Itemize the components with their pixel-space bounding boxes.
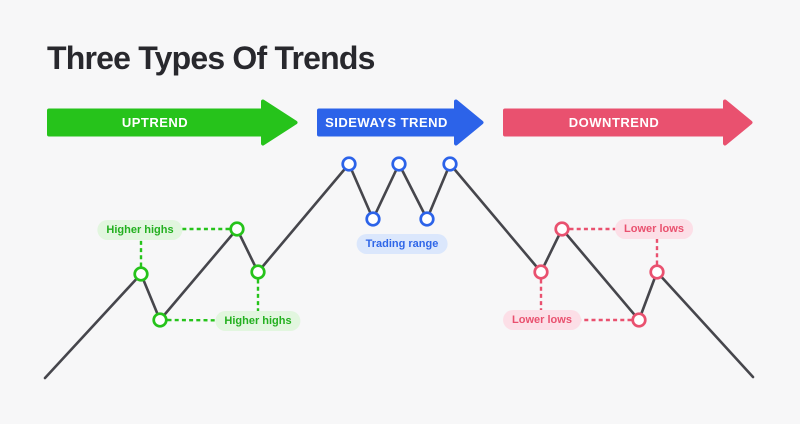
downtrend-marker	[533, 264, 549, 280]
uptrend-arrow-shape	[47, 99, 298, 146]
uptrend-marker	[152, 312, 168, 328]
downtrend-marker	[554, 221, 570, 237]
downtrend-marker	[631, 312, 647, 328]
sideways-marker	[341, 156, 357, 172]
downtrend-arrow-label: DOWNTREND	[568, 115, 660, 130]
sideways-arrow-body	[317, 99, 484, 146]
trading-range-label: Trading range	[356, 233, 448, 255]
sideways-trend-arrow-shape	[317, 99, 484, 146]
uptrend-arrow: UPTREND	[47, 99, 298, 146]
uptrend-marker	[229, 221, 245, 237]
sideways-marker	[365, 211, 381, 227]
trend-line	[43, 162, 755, 380]
downtrend-arrow-body	[503, 99, 753, 146]
higher-highs-label-1: Higher highs	[97, 219, 183, 241]
sideways-marker	[391, 156, 407, 172]
lower-lows-label-1: Lower lows	[615, 218, 693, 240]
downtrend-arrow: DOWNTREND	[503, 99, 753, 146]
sideways-trend-arrow: SIDEWAYS TREND	[317, 99, 484, 146]
uptrend-marker	[250, 264, 266, 280]
sideways-marker	[419, 211, 435, 227]
downtrend-marker	[649, 264, 665, 280]
uptrend-marker	[133, 266, 149, 282]
uptrend-arrow-body	[47, 99, 298, 146]
uptrend-arrow-label: UPTREND	[121, 115, 189, 130]
lower-lows-label-2: Lower lows	[503, 309, 581, 331]
sideways-trend-arrow-label: SIDEWAYS TREND	[325, 115, 448, 130]
page-title: Three Types Of Trends	[47, 40, 375, 76]
sideways-marker	[442, 156, 458, 172]
downtrend-arrow-shape	[503, 99, 753, 146]
higher-highs-label-2: Higher highs	[215, 310, 301, 332]
